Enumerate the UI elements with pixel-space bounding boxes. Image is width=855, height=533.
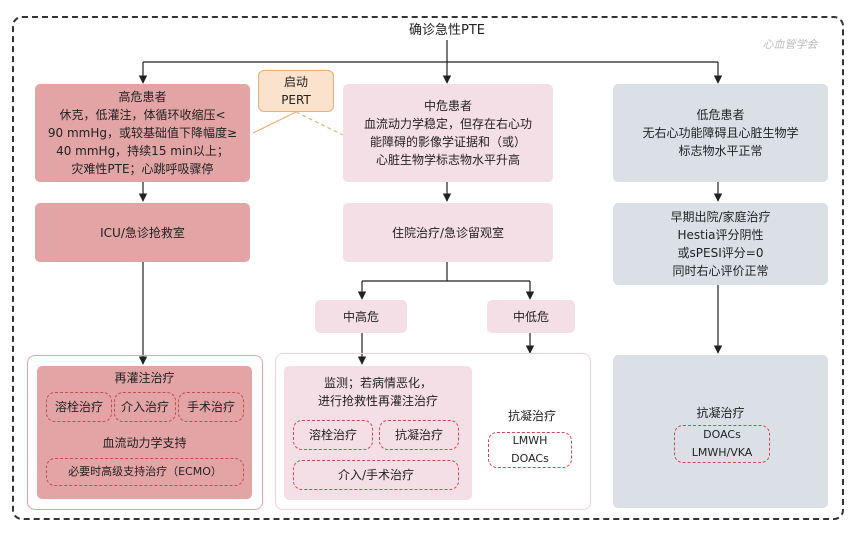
monitor-text: 监测；若病情恶化， 进行抢救性再灌注治疗 — [317, 376, 438, 408]
mid-high-risk-box: 中高危 — [315, 300, 407, 333]
mid-thrombolysis-pill: 溶栓治疗 — [293, 420, 373, 450]
mid-low-drugs-pill: LMWH DOACs — [488, 432, 572, 468]
high-risk-title: 高危患者 — [118, 90, 167, 104]
pert-link-high — [252, 111, 297, 134]
mid-intervention-pill: 介入/手术治疗 — [293, 460, 459, 490]
low-risk-title: 低危患者 — [696, 108, 745, 122]
high-risk-box: 高危患者 休克，低灌注，体循环收缩压< 90 mmHg，或较基础值下降幅度≥ 4… — [35, 84, 250, 182]
pert-box: 启动 PERT — [258, 70, 334, 112]
hospital-box: 住院治疗/急诊留观室 — [343, 203, 553, 262]
low-risk-anticoag-box — [613, 355, 828, 508]
mid-high-treatment-box — [284, 366, 472, 500]
mid-risk-title: 中危患者 — [423, 99, 472, 113]
pert-link-mid — [295, 111, 344, 136]
high-risk-panel — [27, 355, 263, 510]
intervention-pill: 介入治疗 — [114, 392, 176, 422]
low-risk-description: 无右心功能障碍且心脏生物学 标志物水平正常 — [642, 126, 799, 158]
ecmo-pill: 必要时高级支持治疗（ECMO） — [46, 458, 244, 486]
thrombolysis-pill: 溶栓治疗 — [46, 392, 112, 422]
icu-box: ICU/急诊抢救室 — [35, 203, 250, 262]
mid-risk-box: 中危患者 血流动力学稳定，但存在右心功 能障碍的影像学证据和（或） 心脏生物学标… — [343, 84, 553, 182]
mid-risk-panel — [275, 353, 591, 510]
diagnosis-title: 确诊急性PTE — [409, 23, 485, 38]
surgery-pill: 手术治疗 — [178, 392, 244, 422]
watermark: 心血管学会 — [762, 38, 818, 51]
hemodynamic-support-title: 血流动力学支持 — [102, 436, 187, 450]
low-risk-drugs-pill: DOACs LMWH/VKA — [674, 425, 770, 463]
reperfusion-title: 再灌注治疗 — [114, 371, 175, 385]
outer-frame — [12, 16, 844, 520]
mid-low-anticoag-title: 抗凝治疗 — [507, 409, 556, 423]
mid-risk-description: 血流动力学稳定，但存在右心功 能障碍的影像学证据和（或） 心脏生物学标志物水平升… — [363, 117, 532, 167]
early-discharge-box: 早期出院/家庭治疗 Hestia评分阴性 或sPESI评分=0 同时右心评价正常 — [613, 203, 828, 285]
low-risk-box: 低危患者 无右心功能障碍且心脏生物学 标志物水平正常 — [613, 84, 828, 182]
mid-anticoag-pill: 抗凝治疗 — [379, 420, 459, 450]
mid-low-risk-box: 中低危 — [487, 300, 575, 333]
high-risk-description: 休克，低灌注，体循环收缩压< 90 mmHg，或较基础值下降幅度≥ 40 mmH… — [47, 108, 238, 176]
low-risk-anticoag-title: 抗凝治疗 — [696, 406, 745, 420]
reperfusion-box — [37, 366, 252, 499]
